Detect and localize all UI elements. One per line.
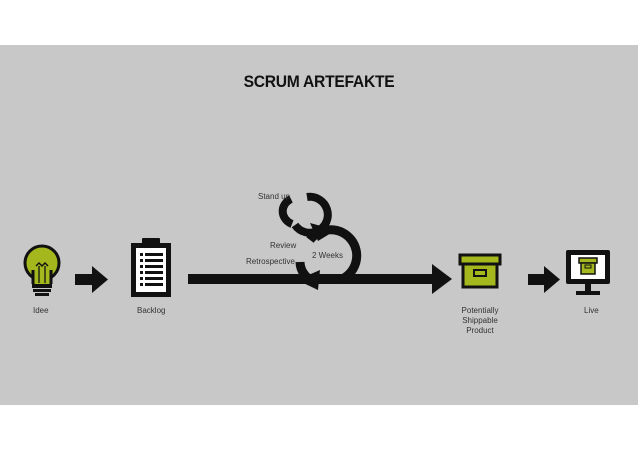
arrow-backlog-product xyxy=(188,264,452,294)
arrow-idee-backlog xyxy=(75,266,108,293)
label-product-line3: Product xyxy=(466,326,494,335)
label-backlog: Backlog xyxy=(137,306,166,315)
page-title: SCRUM ARTEFAKTE xyxy=(243,72,395,91)
sprint-cycle-arrow xyxy=(295,225,362,290)
archive-box-icon xyxy=(458,253,502,289)
monitor-icon xyxy=(566,250,610,295)
lightbulb-icon xyxy=(23,244,61,296)
label-duration: 2 Weeks xyxy=(312,251,343,260)
arrow-product-live xyxy=(528,266,560,293)
label-product-line1: Potentially xyxy=(461,306,499,315)
slide-background xyxy=(0,45,638,405)
label-standup: Stand up xyxy=(258,192,291,201)
label-live: Live xyxy=(584,306,599,315)
label-product: Potentially Shippable Product xyxy=(454,306,506,336)
label-retrospective: Retrospective xyxy=(246,257,295,266)
label-review: Review xyxy=(270,241,297,250)
label-idee: Idee xyxy=(33,306,49,315)
clipboard-icon xyxy=(131,238,171,297)
label-product-line2: Shippable xyxy=(462,316,498,325)
